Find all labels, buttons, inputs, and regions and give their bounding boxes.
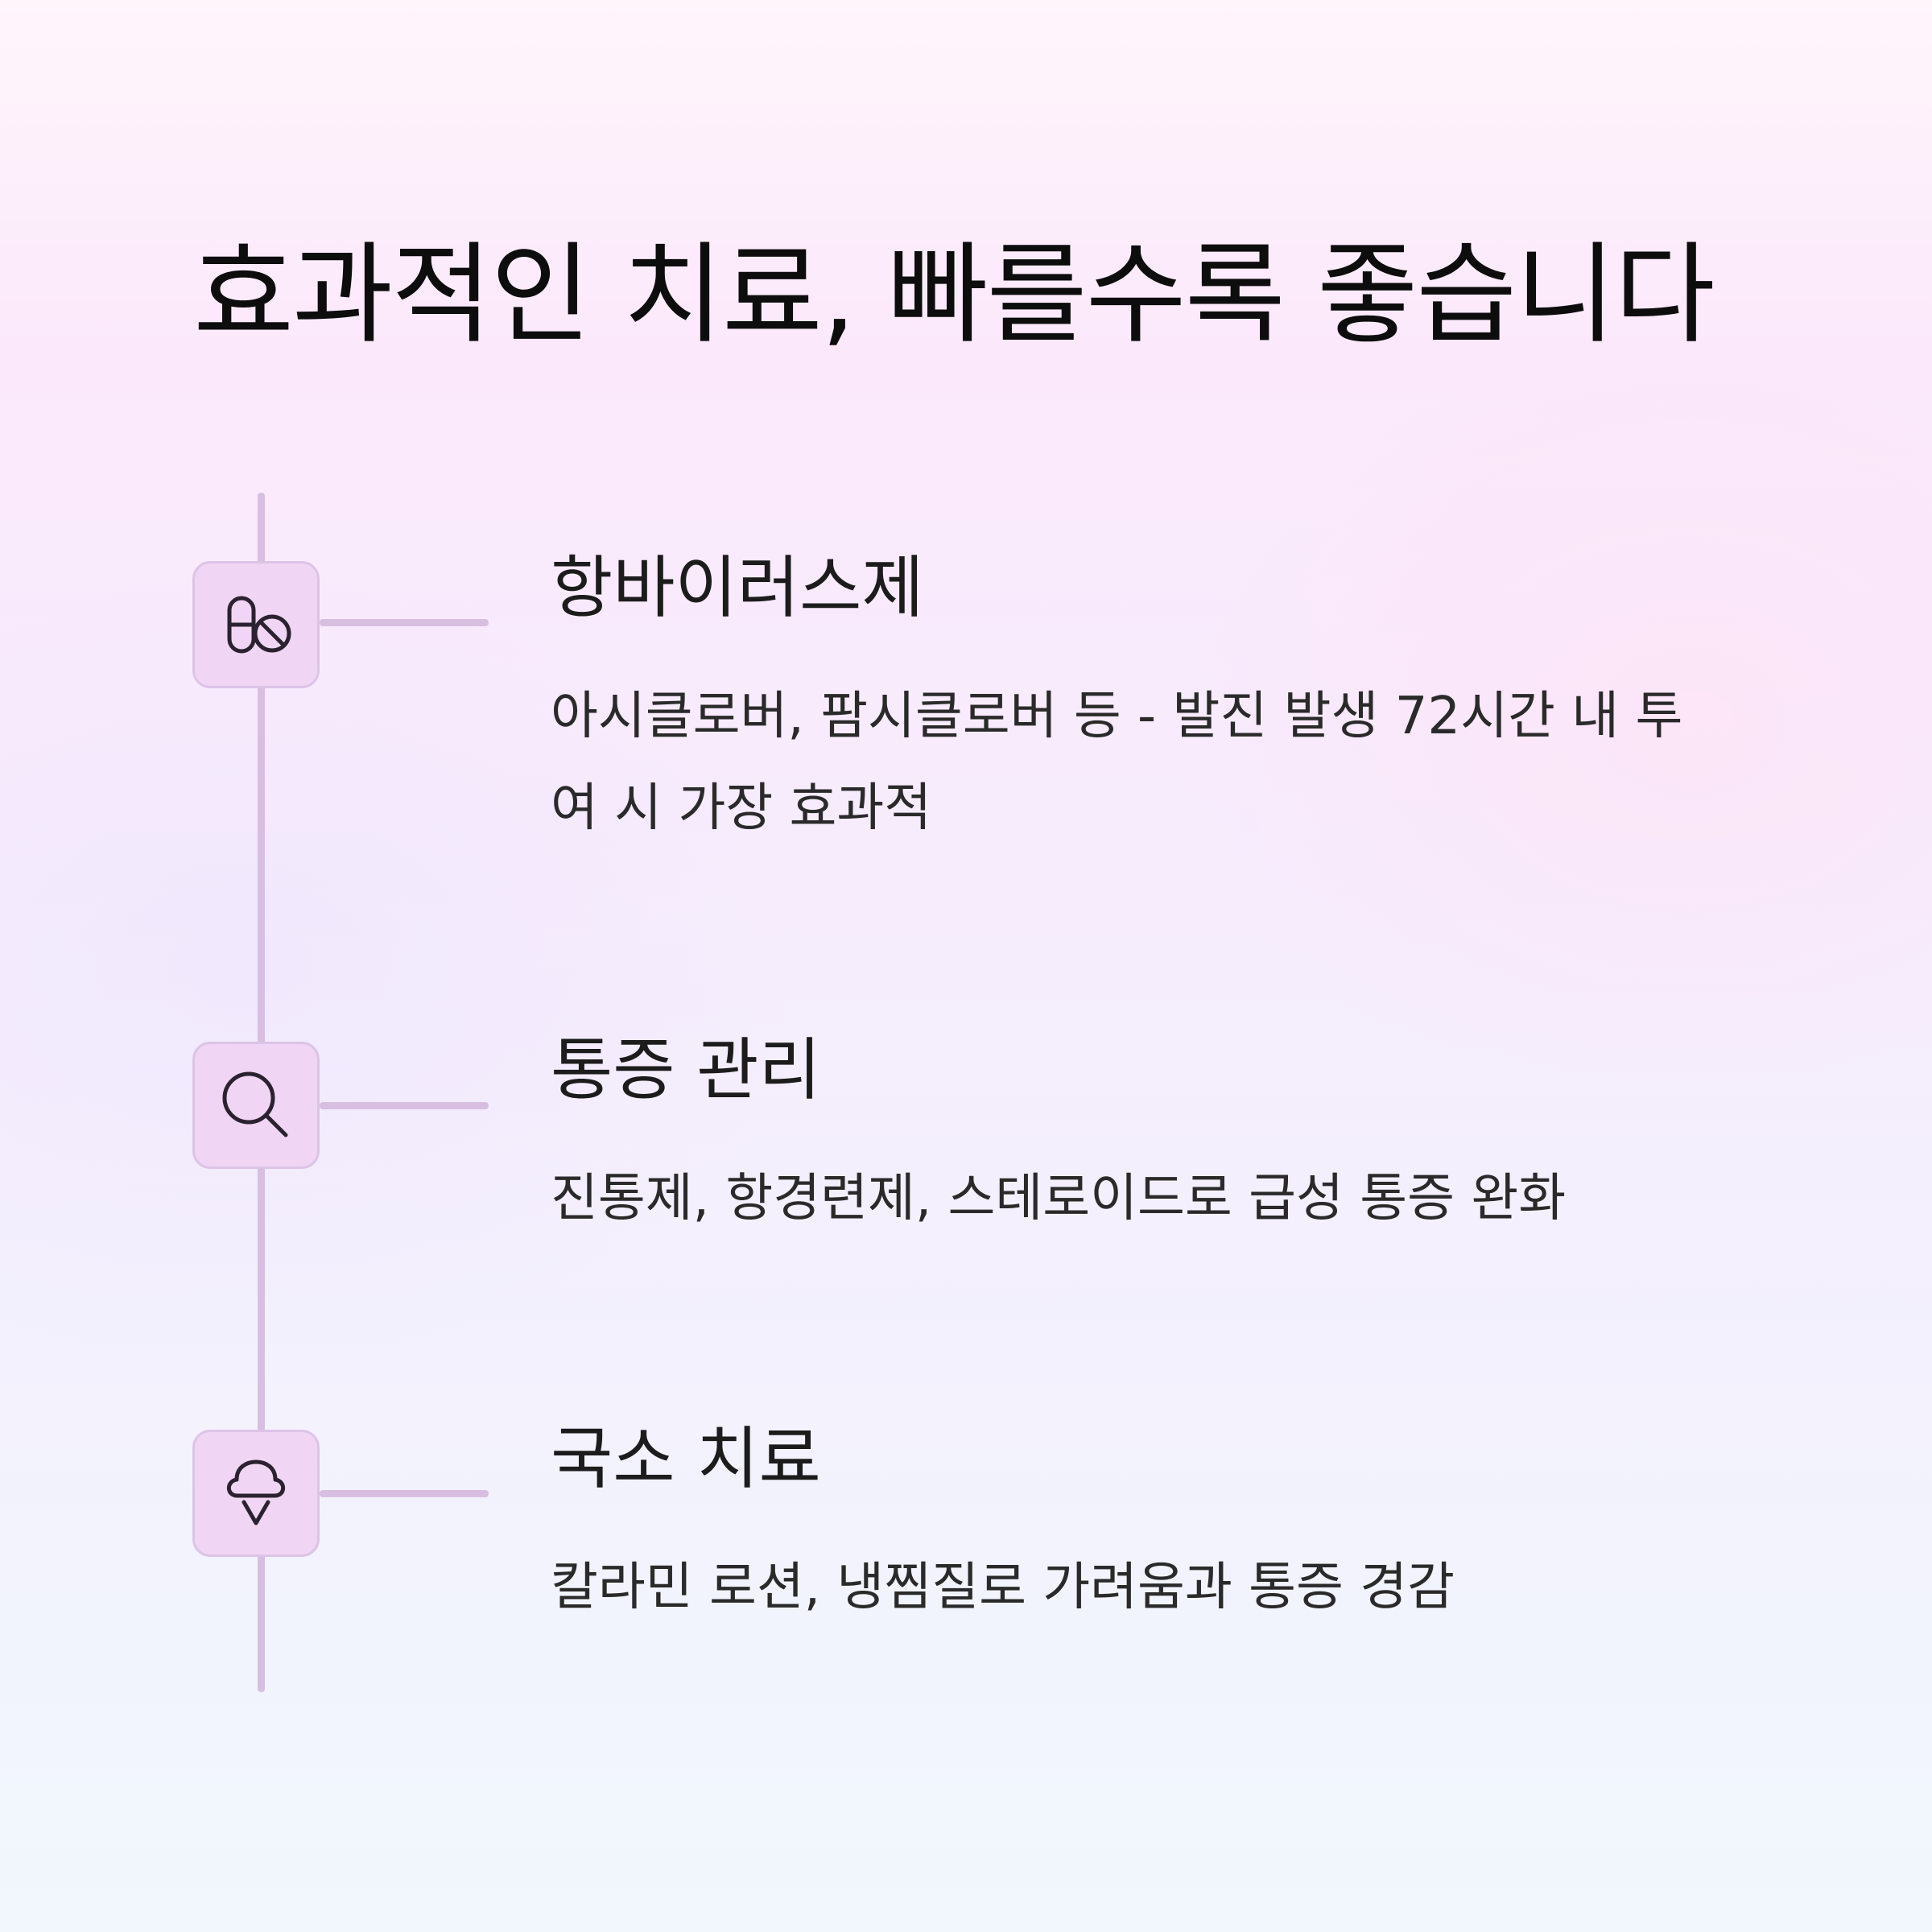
item-2-description: 진통제, 항경련제, 스테로이드로 급성 통증 완화 — [551, 1169, 1567, 1228]
item-3-title: 국소 치료 — [551, 1419, 821, 1498]
item-3-connector — [320, 1490, 489, 1497]
item-3-description: 칼라민 로션, 냉찜질로 가려움과 통증 경감 — [551, 1558, 1455, 1617]
item-2-title: 통증 관리 — [551, 1030, 821, 1109]
ice-cream-icon — [226, 1459, 286, 1525]
item-2-connector — [320, 1102, 489, 1109]
pill-icon — [227, 596, 291, 654]
item-1-connector — [320, 619, 489, 626]
item-1-title: 항바이러스제 — [551, 548, 924, 627]
item-1-description: 아시클로버, 팜시클로버 등 - 발진 발생 72시간 내 투여 시 가장 효과… — [551, 687, 1683, 838]
item-2-icon-box — [192, 1042, 320, 1169]
item-1-icon-box — [192, 561, 320, 688]
item-3-icon-box — [192, 1430, 320, 1557]
magnifier-icon — [222, 1071, 288, 1137]
page-title: 효과적인 치료, 빠를수록 좋습니다 — [193, 232, 1715, 359]
